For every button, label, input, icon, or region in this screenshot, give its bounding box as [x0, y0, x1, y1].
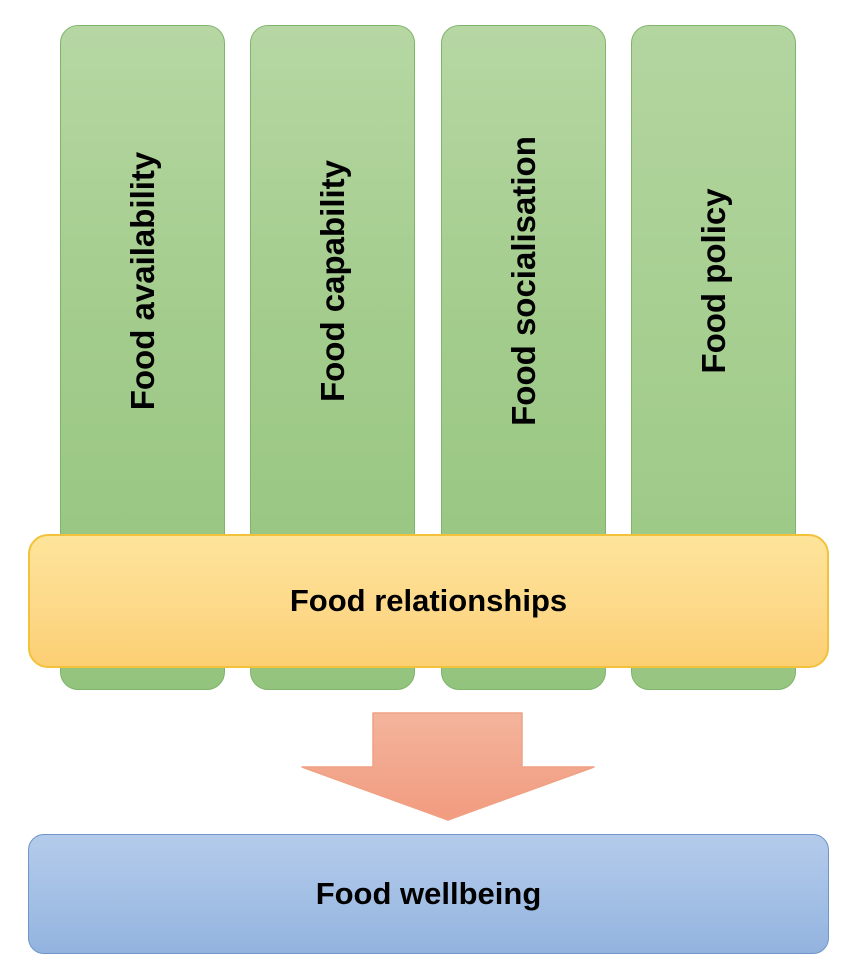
food-relationships-band: Food relationships: [28, 534, 829, 668]
pillar-label: Food availability: [123, 151, 161, 411]
pillar-label: Food socialisation: [504, 136, 542, 426]
food-wellbeing-box: Food wellbeing: [28, 834, 829, 954]
pillar-label: Food policy: [694, 188, 732, 374]
result-label: Food wellbeing: [315, 876, 542, 911]
pillar-label: Food capability: [313, 159, 351, 403]
down-arrow-icon: [301, 712, 595, 821]
band-label: Food relationships: [289, 583, 568, 618]
